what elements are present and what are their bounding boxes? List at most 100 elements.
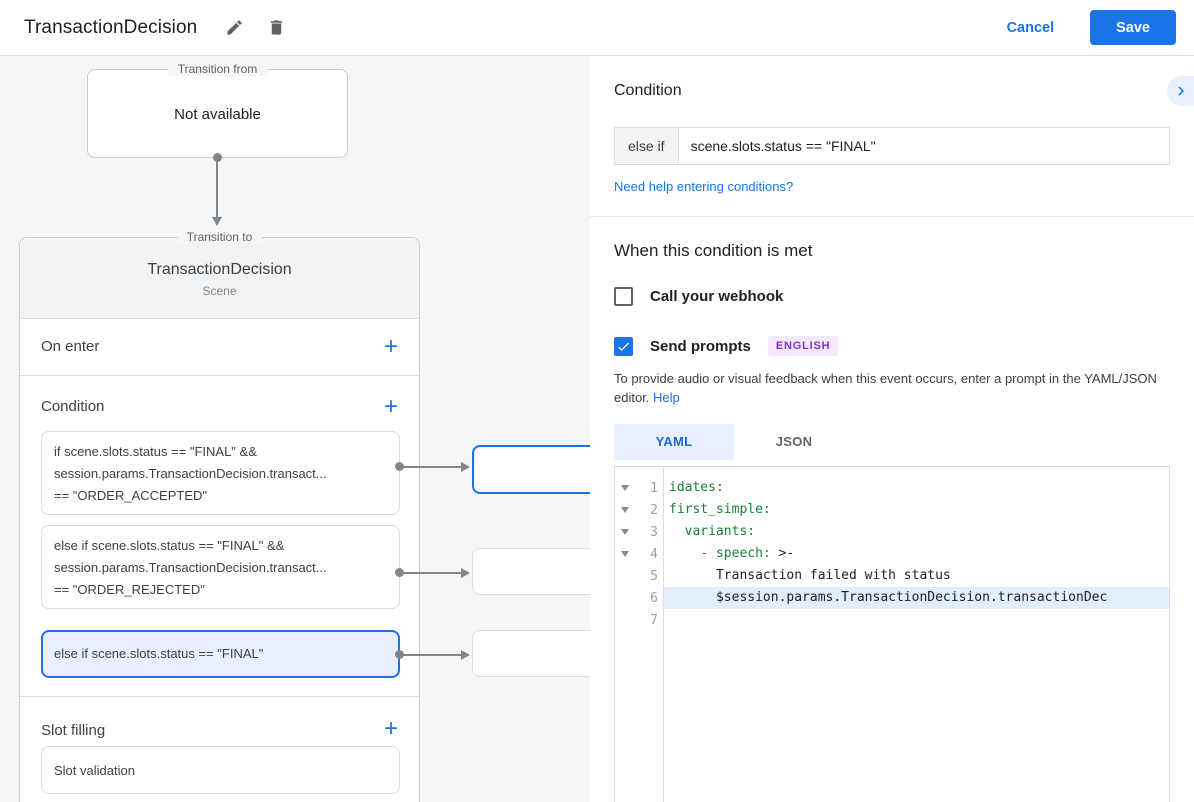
- gutter-row: 4: [615, 543, 663, 565]
- condition-prefix: else if: [615, 128, 679, 164]
- slot-filling-label: Slot filling: [41, 722, 106, 739]
- add-slot-button[interactable]: +: [383, 715, 398, 742]
- connector-dot: [213, 153, 222, 162]
- line-number: 5: [650, 568, 658, 584]
- connector-line: [400, 572, 461, 574]
- code-token: -: [700, 546, 716, 561]
- code-line: [664, 609, 1169, 631]
- condition-text-line: session.params.TransactionDecision.trans…: [54, 560, 327, 575]
- code-token: first_simple:: [669, 502, 771, 517]
- pencil-icon: [227, 20, 242, 35]
- fold-arrow-icon[interactable]: [615, 529, 631, 535]
- code-token: speech:: [715, 546, 771, 561]
- handler-box[interactable]: [472, 630, 590, 677]
- save-button[interactable]: Save: [1090, 10, 1176, 45]
- call-webhook-checkbox[interactable]: [614, 287, 633, 306]
- page-title: TransactionDecision: [24, 16, 198, 38]
- gutter-row: 5: [615, 565, 663, 587]
- gutter-row: 3: [615, 521, 663, 543]
- prompt-help-link[interactable]: Help: [653, 390, 680, 405]
- line-number: 4: [650, 546, 658, 562]
- tab-yaml[interactable]: YAML: [614, 424, 734, 460]
- transition-from-value: Not available: [174, 106, 261, 123]
- scene-title: TransactionDecision: [147, 261, 292, 278]
- arrowhead-right-icon: [461, 462, 470, 472]
- cancel-button[interactable]: Cancel: [1006, 19, 1055, 36]
- language-badge: ENGLISH: [767, 336, 839, 356]
- fold-arrow-icon[interactable]: [615, 551, 631, 557]
- code-line: Transaction failed with status: [664, 565, 1169, 587]
- code-token: $session.params.TransactionDecision.tran…: [669, 590, 1108, 605]
- line-number: 7: [650, 612, 658, 628]
- code-token: Transaction failed with status: [669, 568, 951, 583]
- condition-card-order-rejected[interactable]: else if scene.slots.status == "FINAL" &&…: [41, 525, 400, 609]
- transition-to-legend: Transition to: [176, 230, 263, 244]
- arrowhead-right-icon: [461, 568, 470, 578]
- code-line: idates:: [664, 477, 1169, 499]
- connector-dot: [395, 568, 404, 577]
- code-token: idates:: [669, 480, 724, 495]
- line-number: 6: [650, 590, 658, 606]
- app-header: TransactionDecision Cancel Save: [0, 0, 1194, 56]
- prompt-description-text: To provide audio or visual feedback when…: [614, 371, 1157, 405]
- on-enter-label: On enter: [41, 338, 100, 355]
- send-prompts-row: Send prompts ENGLISH: [614, 336, 1170, 356]
- gutter-row: 6: [615, 587, 663, 609]
- condition-text-line: == "ORDER_REJECTED": [54, 582, 205, 597]
- condition-help-link[interactable]: Need help entering conditions?: [614, 179, 794, 194]
- edit-title-button[interactable]: [217, 11, 251, 45]
- code-line: first_simple:: [664, 499, 1169, 521]
- code-token: >-: [770, 546, 795, 561]
- transition-from-box: Transition from Not available: [87, 62, 348, 158]
- checkmark-icon: [618, 341, 630, 351]
- condition-card-order-accepted[interactable]: if scene.slots.status == "FINAL" && sess…: [41, 431, 400, 515]
- section-divider: [20, 696, 419, 697]
- fold-arrow-icon[interactable]: [615, 485, 631, 491]
- code-line: variants:: [664, 521, 1169, 543]
- webhook-row: Call your webhook: [614, 287, 1170, 306]
- call-webhook-label: Call your webhook: [650, 288, 784, 305]
- add-condition-button[interactable]: +: [383, 393, 398, 420]
- handler-box-selected[interactable]: [472, 445, 590, 494]
- connector-line: [216, 160, 218, 217]
- trash-icon: [270, 20, 282, 35]
- condition-editor-panel: Condition else if Need help entering con…: [590, 56, 1194, 802]
- on-enter-section: On enter +: [20, 319, 419, 376]
- slot-filling-section-header: Slot filling +: [20, 712, 419, 746]
- condition-expression-input[interactable]: [678, 128, 1169, 164]
- editor-code-area[interactable]: idates: first_simple: variants: - speech…: [664, 467, 1169, 802]
- connector-line: [400, 466, 461, 468]
- collapse-panel-button[interactable]: [1167, 76, 1194, 106]
- condition-text-line: session.params.TransactionDecision.trans…: [54, 466, 327, 481]
- condition-panel-title: Condition: [614, 82, 682, 99]
- handler-box[interactable]: [472, 548, 590, 595]
- code-token: [669, 524, 685, 539]
- when-condition-met-section: When this condition is met Call your web…: [590, 217, 1194, 802]
- tab-json[interactable]: JSON: [775, 434, 813, 449]
- condition-text-line: if scene.slots.status == "FINAL" &&: [54, 444, 257, 459]
- connector-dot: [395, 650, 404, 659]
- app-header-actions: Cancel Save: [1007, 10, 1178, 45]
- condition-card-final-selected[interactable]: else if scene.slots.status == "FINAL": [41, 630, 400, 678]
- slot-validation-label: Slot validation: [54, 762, 135, 778]
- gutter-row: 7: [615, 609, 663, 631]
- add-on-enter-button[interactable]: +: [383, 333, 398, 360]
- arrowhead-down-icon: [212, 217, 222, 226]
- gutter-row: 1: [615, 477, 663, 499]
- transition-from-legend: Transition from: [167, 62, 268, 76]
- code-token: variants:: [684, 524, 756, 539]
- condition-label: Condition: [41, 398, 105, 415]
- when-condition-met-title: When this condition is met: [614, 241, 813, 260]
- scene-type-label: Scene: [202, 284, 237, 298]
- code-line: - speech: >-: [664, 543, 1169, 565]
- line-number: 3: [650, 524, 658, 540]
- arrowhead-right-icon: [461, 650, 470, 660]
- fold-arrow-icon[interactable]: [615, 507, 631, 513]
- delete-scene-button[interactable]: [259, 11, 293, 45]
- scene-header: TransactionDecision Scene: [20, 238, 419, 319]
- send-prompts-label: Send prompts: [650, 337, 751, 355]
- prompt-description: To provide audio or visual feedback when…: [614, 369, 1180, 407]
- slot-validation-card[interactable]: Slot validation: [41, 746, 400, 794]
- app-header-left: TransactionDecision: [24, 11, 293, 45]
- send-prompts-checkbox[interactable]: [614, 336, 633, 356]
